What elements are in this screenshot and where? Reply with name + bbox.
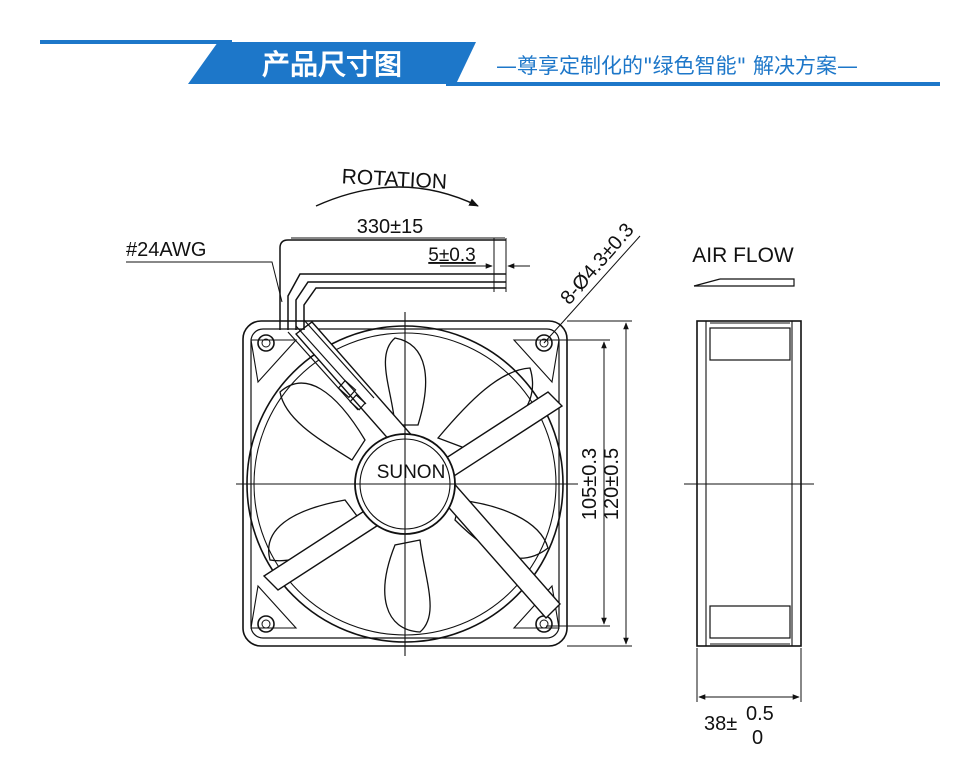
lead-length-label: 330±15: [357, 216, 424, 238]
side-top-rib: [709, 327, 791, 361]
page-title: 产品尺寸图: [262, 48, 402, 81]
mount-hole-bottom-left: [257, 615, 275, 633]
depth-dimension: [696, 648, 802, 702]
holes-label: 8-Ø4.3±0.3: [556, 219, 638, 309]
strip-length-label: 5±0.3: [428, 245, 475, 266]
mount-hole-bottom-right: [535, 615, 553, 633]
wire-gauge-leader: [126, 261, 283, 303]
header-title-band: [188, 42, 476, 84]
mount-hole-top-right: [535, 334, 553, 352]
height-dimensions: [546, 320, 632, 647]
frame-size-label: 120±0.5: [601, 448, 623, 520]
wire-gauge-label: #24AWG: [126, 239, 206, 261]
rotation-label: ROTATION: [341, 165, 447, 193]
depth-label: 38±: [704, 713, 737, 735]
page-subtitle: —尊享定制化的"绿色智能" 解决方案—: [496, 54, 858, 78]
lead-wires: [279, 238, 507, 330]
rotation-arrow: [315, 186, 479, 207]
air-flow-arrow: [693, 278, 795, 287]
fan-front-view: [236, 312, 578, 656]
hole-spacing-label: 105±0.3: [579, 448, 601, 520]
header-banner: 产品尺寸图 —尊享定制化的"绿色智能" 解决方案—: [40, 40, 940, 86]
mount-hole-top-left: [257, 334, 275, 352]
holes-leader: [543, 235, 641, 344]
fan-side-view: [684, 320, 814, 647]
air-flow-label: AIR FLOW: [692, 244, 794, 267]
depth-lower-tolerance: 0: [752, 727, 763, 749]
side-bottom-rib: [709, 605, 791, 639]
brand-label: SUNON: [377, 462, 446, 483]
wire-channel: [287, 319, 375, 411]
depth-upper-tolerance: 0.5: [746, 703, 774, 725]
